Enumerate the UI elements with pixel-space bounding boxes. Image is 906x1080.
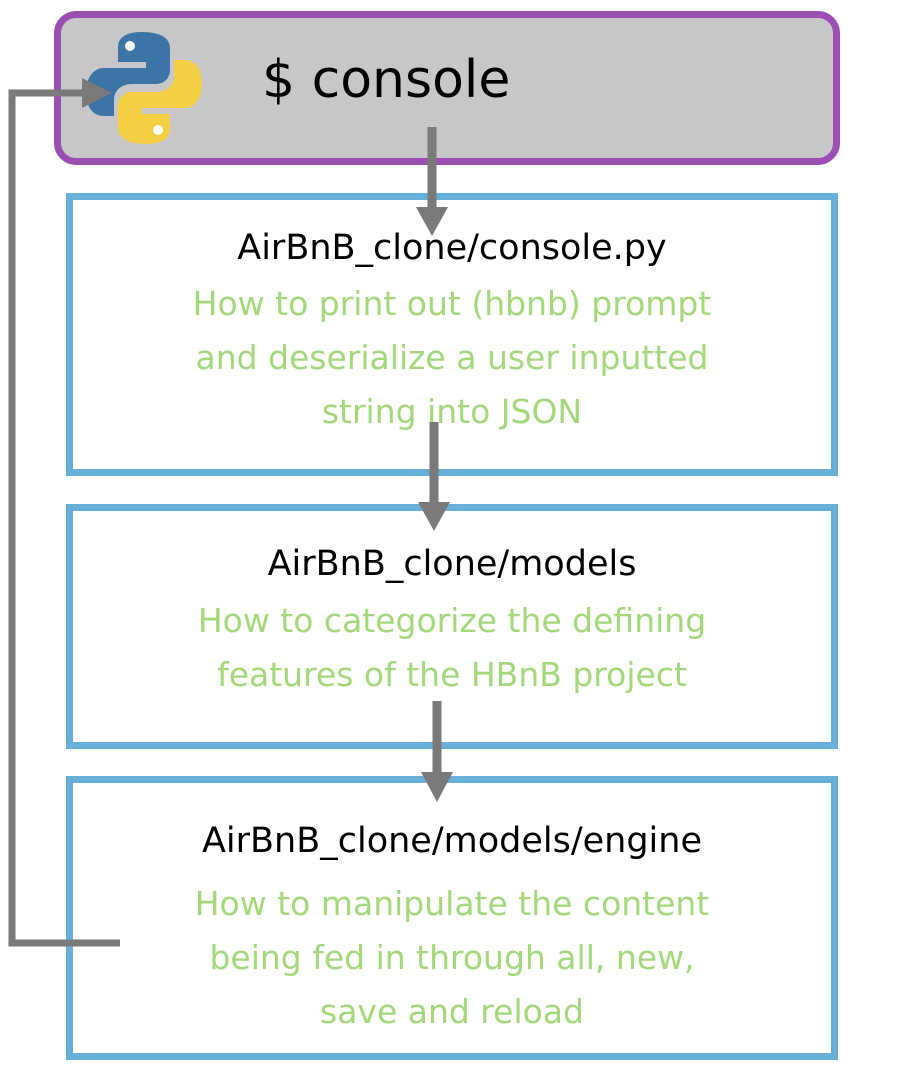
step-description: How to print out (hbnb) prompt and deser… (73, 277, 831, 439)
step-title: AirBnB_clone/console.py (237, 228, 667, 268)
python-logo-icon (86, 32, 202, 144)
description-line: save and reload (320, 992, 584, 1031)
step-description: How to manipulate the content being fed … (73, 877, 831, 1039)
step-box-console-py: AirBnB_clone/console.py How to print out… (66, 193, 838, 476)
description-line: How to manipulate the content (194, 884, 710, 923)
step-title: AirBnB_clone/models/engine (201, 821, 703, 861)
step-description: How to categorize the defining features … (73, 594, 831, 702)
description-line: being fed in through all, new, (209, 938, 695, 977)
description-line: string into JSON (321, 392, 583, 431)
description-line: features of the HBnB project (217, 655, 687, 694)
console-title: $ console (262, 50, 511, 110)
step-title: AirBnB_clone/models (267, 544, 637, 584)
step-box-models: AirBnB_clone/models How to categorize th… (66, 504, 838, 749)
step-box-models-engine: AirBnB_clone/models/engine How to manipu… (66, 776, 838, 1060)
description-line: How to categorize the defining (197, 601, 707, 640)
description-line: and deserialize a user inputted (195, 338, 709, 377)
description-line: How to print out (hbnb) prompt (192, 284, 712, 323)
